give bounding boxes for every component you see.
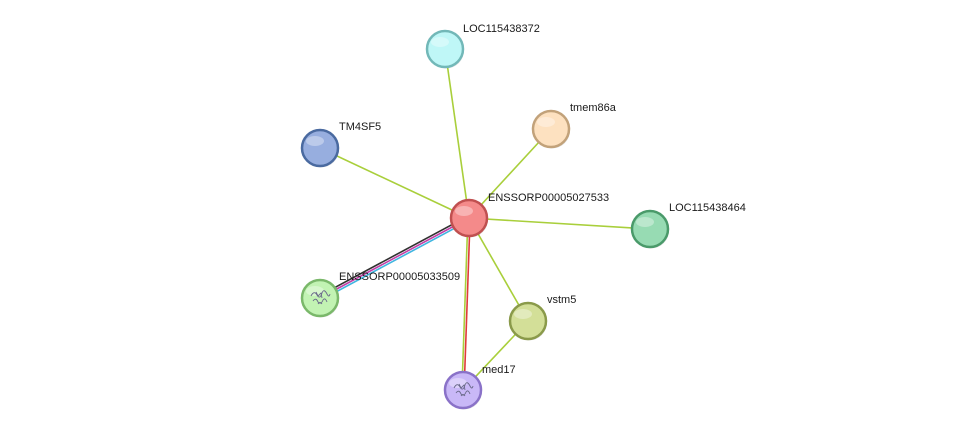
edge-line [319,217,470,299]
edge-center-enssorp509[interactable] [318,215,471,301]
node-circle[interactable] [630,209,670,249]
protein-structure-icon [310,290,331,305]
node-circle[interactable] [508,301,548,341]
protein-structure-icon [453,382,474,397]
edge-center-vstm5[interactable] [468,217,529,322]
node-label: TM4SF5 [339,121,381,133]
node-circle[interactable] [449,198,489,238]
node-circle[interactable] [425,29,465,69]
node-label: ENSSORP00005033509 [339,271,460,283]
edge-line [463,218,471,391]
node-label: tmem86a [570,102,617,114]
edge-center-tmem86a[interactable] [468,128,552,219]
node-circle[interactable] [300,278,340,318]
node-highlight [636,217,654,227]
edge-line [461,217,469,390]
node-circle[interactable] [531,109,571,149]
node-tm4sf5[interactable]: TM4SF5 [300,121,381,168]
node-highlight [537,117,555,127]
node-circle[interactable] [300,128,340,168]
node-vstm5[interactable]: vstm5 [508,294,576,341]
node-enssorp509[interactable]: ENSSORP00005033509 [300,271,460,318]
node-highlight [306,286,324,296]
nodes-layer: ENSSORP00005027533 LOC115438372 tmem86aTM4… [300,23,746,410]
node-highlight [449,378,467,388]
edge-line [468,217,529,322]
node-highlight [431,37,449,47]
edge-center-med17[interactable] [461,217,471,391]
edge-center-loc464[interactable] [468,217,651,230]
edge-center-tm4sf5[interactable] [319,147,470,219]
node-label: med17 [482,364,516,376]
edge-center-loc372[interactable] [444,48,470,219]
edge-line [319,147,470,219]
node-tmem86a[interactable]: tmem86a [531,102,617,149]
node-circle[interactable] [443,370,483,410]
edge-line [468,128,552,219]
node-med17[interactable]: med17 [443,364,516,410]
node-highlight [455,206,473,216]
node-label: vstm5 [547,294,576,306]
edge-line [320,219,471,301]
node-highlight [306,136,324,146]
node-loc372[interactable]: LOC115438372 [425,23,540,69]
node-loc464[interactable]: LOC115438464 [630,202,746,249]
node-center[interactable]: ENSSORP00005027533 [449,192,609,238]
edge-line [318,215,469,297]
node-label: LOC115438372 [463,23,540,35]
node-label: LOC115438464 [669,202,746,214]
node-highlight [514,309,532,319]
edge-line [444,48,470,219]
node-label: ENSSORP00005027533 [488,192,609,204]
edge-line [468,217,651,230]
